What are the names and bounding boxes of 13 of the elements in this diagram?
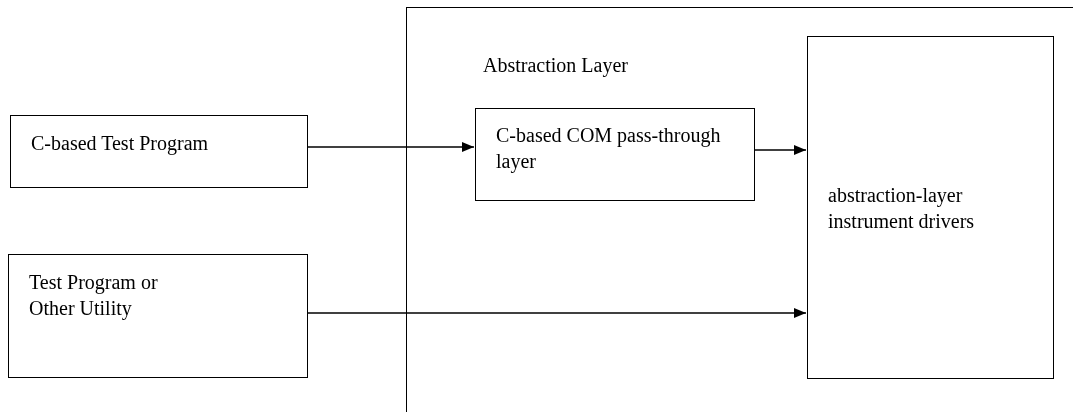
process-box: [8, 254, 308, 378]
process-box: [807, 36, 1054, 379]
box-label: C-based COM pass-through layer: [496, 123, 722, 174]
arrow: [753, 145, 807, 155]
layer-frame: [406, 7, 1073, 412]
process-box: [475, 108, 755, 201]
arrow: [307, 308, 807, 318]
box-label: Test Program or Other Utility: [29, 270, 159, 321]
box-label: C-based Test Program: [31, 131, 210, 156]
arrow: [307, 142, 475, 152]
process-box: [10, 115, 308, 188]
layer-heading: Abstraction Layer: [483, 53, 629, 78]
box-label: abstraction-layer instrument drivers: [828, 182, 976, 234]
